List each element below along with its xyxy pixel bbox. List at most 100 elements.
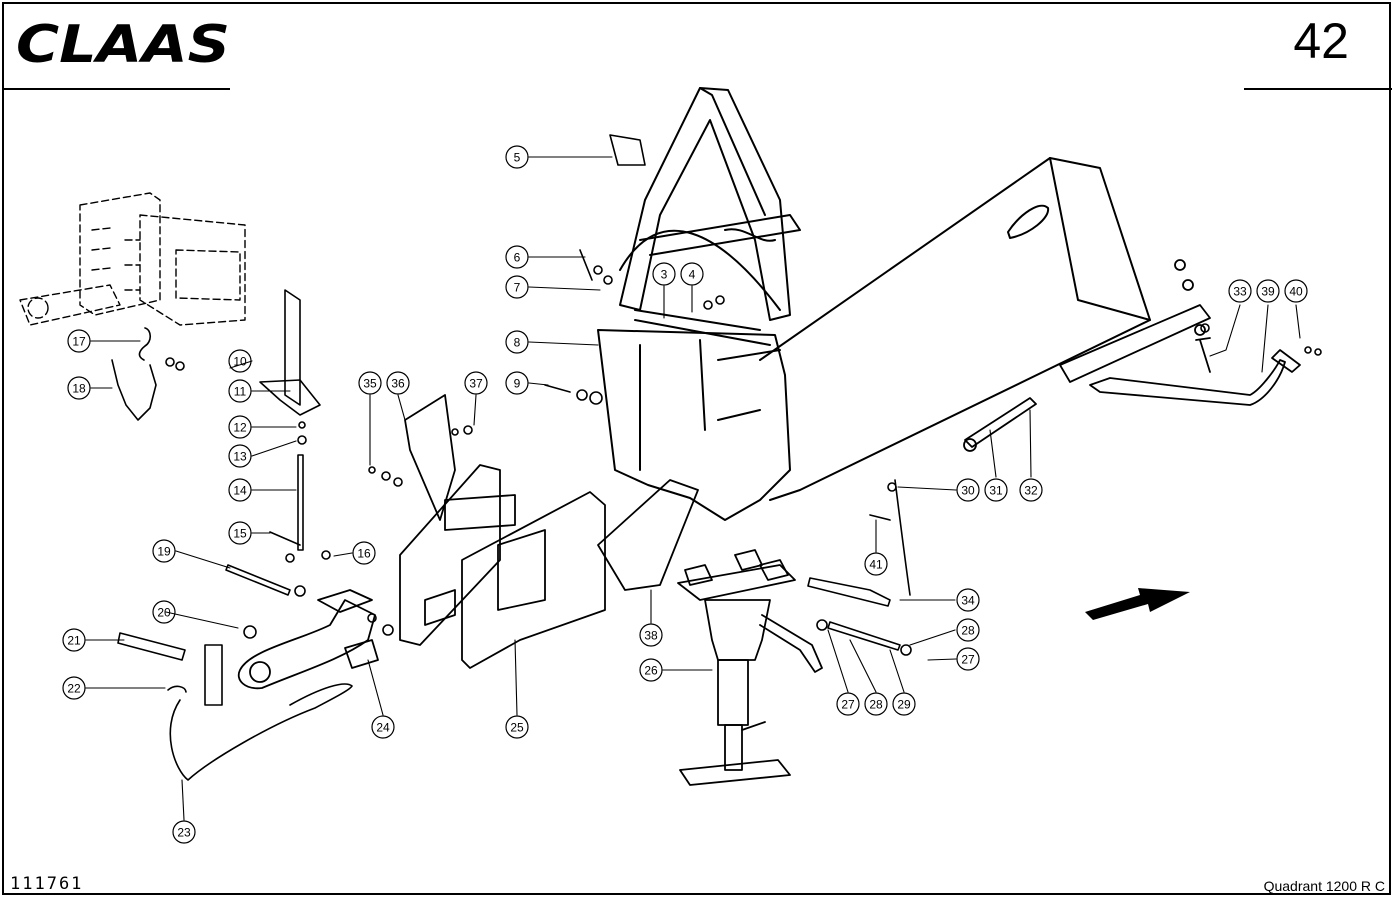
callout-40: 40 xyxy=(1284,279,1308,303)
drawbar-frame xyxy=(597,87,1151,521)
callout-label: 32 xyxy=(1024,484,1038,498)
callout-17: 17 xyxy=(67,329,91,353)
callout-label: 14 xyxy=(233,484,247,498)
drawbar-eye xyxy=(237,589,379,690)
callout-10: 10 xyxy=(228,349,252,373)
callout-4: 4 xyxy=(680,262,704,286)
leader-lines xyxy=(85,156,1301,821)
callout-label: 21 xyxy=(67,634,81,648)
parking-jack xyxy=(677,549,823,786)
safety-chain xyxy=(111,327,157,421)
callout-label: 27 xyxy=(961,653,975,667)
callout-6: 6 xyxy=(505,245,529,269)
callout-22: 22 xyxy=(62,676,86,700)
callout-32: 32 xyxy=(1019,478,1043,502)
callout-label: 22 xyxy=(67,682,81,696)
callout-label: 31 xyxy=(989,484,1003,498)
callout-15: 15 xyxy=(228,521,252,545)
callout-label: 9 xyxy=(514,377,521,391)
callout-34: 34 xyxy=(956,588,980,612)
header-rule-left xyxy=(4,88,230,90)
callout-27-b: 27 xyxy=(836,692,860,716)
callout-8: 8 xyxy=(505,330,529,354)
callout-28-b: 28 xyxy=(864,692,888,716)
callout-label: 36 xyxy=(391,377,405,391)
travel-direction-arrow xyxy=(1085,588,1190,620)
callout-label: 20 xyxy=(157,606,171,620)
callout-26: 26 xyxy=(639,658,663,682)
callout-label: 28 xyxy=(869,698,883,712)
callout-label: 34 xyxy=(961,594,975,608)
callout-27-a: 27 xyxy=(956,647,980,671)
callout-label: 35 xyxy=(363,377,377,391)
page-number: 42 xyxy=(1293,13,1349,69)
callout-24: 24 xyxy=(371,715,395,739)
callout-39: 39 xyxy=(1256,279,1280,303)
callout-label: 39 xyxy=(1261,285,1275,299)
callout-13: 13 xyxy=(228,444,252,468)
callout-label: 10 xyxy=(233,355,247,369)
callout-label: 18 xyxy=(72,382,86,396)
mounting-plates xyxy=(399,394,606,669)
callout-label: 11 xyxy=(234,385,247,399)
callout-label: 41 xyxy=(869,558,883,572)
callout-label: 24 xyxy=(376,721,390,735)
pins-and-bolts xyxy=(117,134,1322,781)
callout-38: 38 xyxy=(639,623,663,647)
callout-label: 38 xyxy=(644,629,658,643)
callout-12: 12 xyxy=(228,415,252,439)
callout-29: 29 xyxy=(892,692,916,716)
callout-16: 16 xyxy=(352,541,376,565)
callout-label: 6 xyxy=(514,251,521,265)
callout-18: 18 xyxy=(67,376,91,400)
callout-label: 29 xyxy=(897,698,911,712)
callout-label: 28 xyxy=(961,624,975,638)
callout-11: 11 xyxy=(228,379,252,403)
callout-label: 5 xyxy=(514,151,521,165)
callout-41: 41 xyxy=(864,552,888,576)
callout-19: 19 xyxy=(152,539,176,563)
callout-label: 7 xyxy=(514,281,521,295)
callout-7: 7 xyxy=(505,275,529,299)
callout-label: 13 xyxy=(233,450,247,464)
callout-35: 35 xyxy=(358,371,382,395)
callout-label: 33 xyxy=(1233,285,1247,299)
callout-9: 9 xyxy=(505,371,529,395)
callout-label: 12 xyxy=(233,421,247,435)
callout-36: 36 xyxy=(386,371,410,395)
callout-3: 3 xyxy=(652,262,676,286)
callout-label: 3 xyxy=(661,268,668,282)
callout-label: 8 xyxy=(514,336,521,350)
callout-33: 33 xyxy=(1228,279,1252,303)
callout-23: 23 xyxy=(172,820,196,844)
model-name: Quadrant 1200 R C xyxy=(1263,878,1385,894)
callout-31: 31 xyxy=(984,478,1008,502)
tractor-hitch-outline xyxy=(19,192,246,326)
claas-logo: CLAAS xyxy=(16,18,230,70)
callout-label: 37 xyxy=(469,377,483,391)
wear-plate xyxy=(597,479,699,591)
callout-20: 20 xyxy=(152,600,176,624)
callout-label: 17 xyxy=(72,335,86,349)
callout-label: 40 xyxy=(1289,285,1303,299)
callout-label: 30 xyxy=(961,484,975,498)
callout-5: 5 xyxy=(505,145,529,169)
drawing-number: 111761 xyxy=(10,874,84,894)
header-rule-right xyxy=(1244,88,1392,90)
callout-30: 30 xyxy=(956,478,980,502)
callout-37: 37 xyxy=(464,371,488,395)
callout-21: 21 xyxy=(62,628,86,652)
callout-label: 19 xyxy=(157,545,171,559)
callout-label: 15 xyxy=(233,527,247,541)
callout-label: 27 xyxy=(841,698,855,712)
brand-logo-text: CLAAS xyxy=(16,18,230,70)
callout-label: 4 xyxy=(689,268,696,282)
callout-label: 26 xyxy=(644,664,658,678)
rear-support-arm xyxy=(963,259,1301,452)
callout-28-a: 28 xyxy=(956,618,980,642)
callout-14: 14 xyxy=(228,478,252,502)
callout-label: 16 xyxy=(357,547,371,561)
